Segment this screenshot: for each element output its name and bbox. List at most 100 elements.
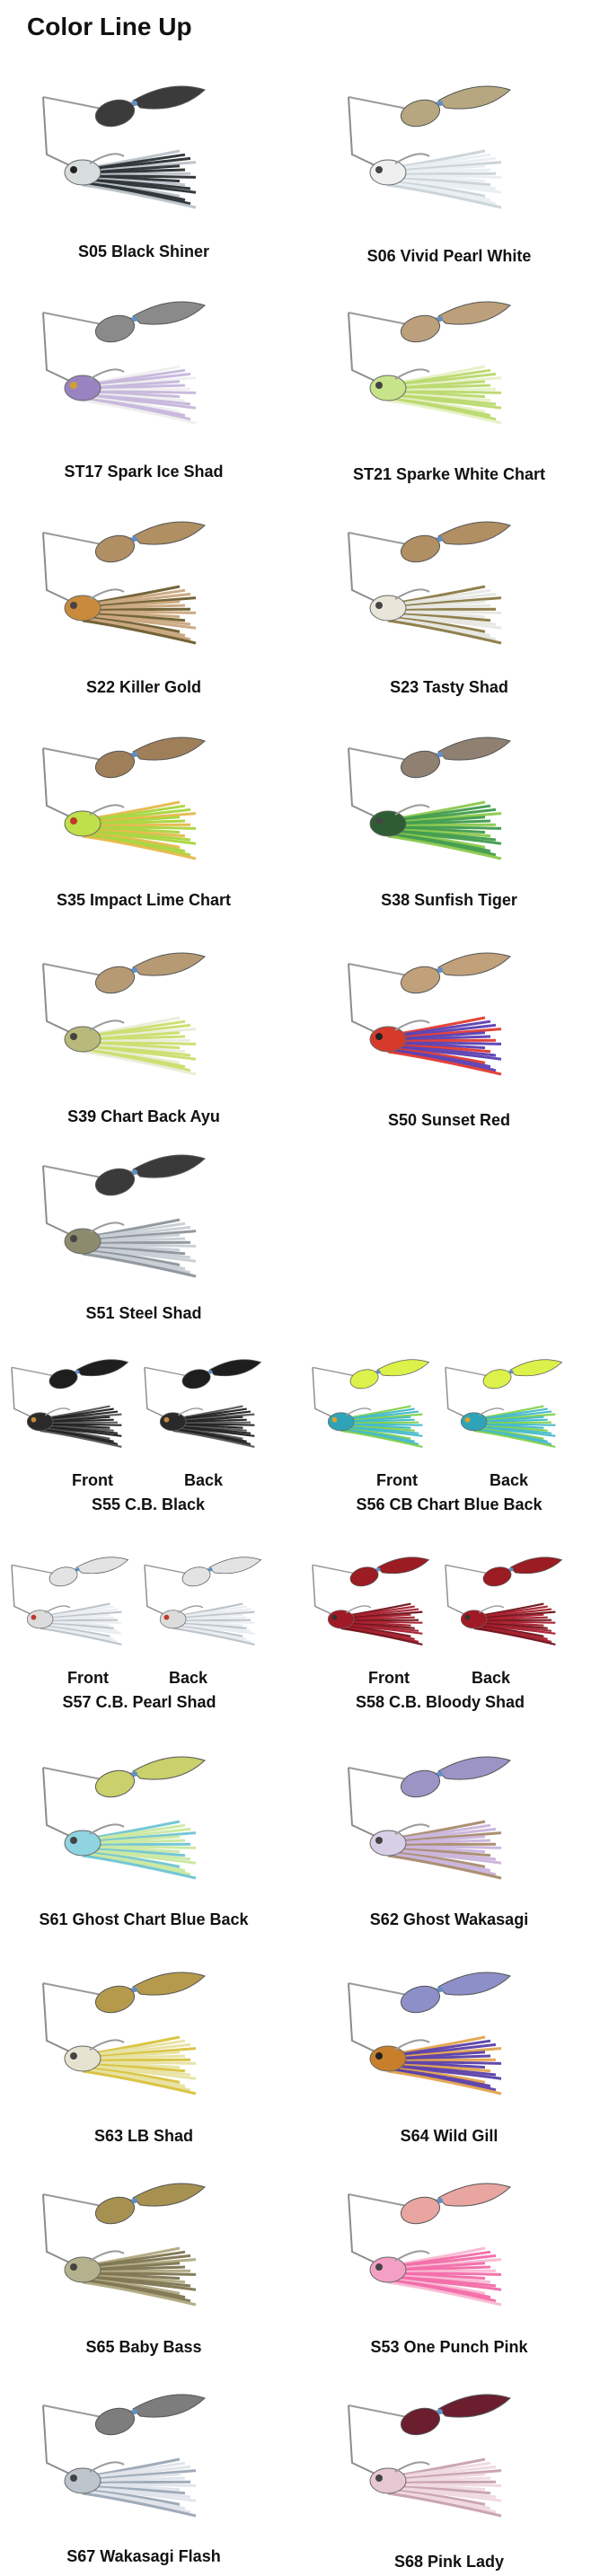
front-label: Front [67, 1669, 109, 1687]
lure-caption: S62 Ghost Wakasagi [369, 1910, 529, 1928]
spinnerbait-icon [42, 952, 206, 1076]
spinnerbait-pair-icon [312, 1359, 563, 1448]
spinnerbait-icon [348, 85, 511, 209]
page-title: Color Line Up [27, 13, 192, 40]
spinnerbait-icon [42, 521, 206, 645]
lure-image [314, 498, 584, 669]
lure-item-s05: S05 Black Shiner [9, 63, 278, 269]
lure-item-st17: ST17 Spark Ice Shad [9, 278, 278, 490]
back-label: Back [184, 1471, 224, 1489]
lure-caption: S38 Sunfish Tiger [381, 891, 517, 909]
lure-image [9, 1132, 278, 1302]
lure-image [9, 714, 278, 885]
back-label: Back [490, 1471, 529, 1489]
spinnerbait-icon [348, 952, 511, 1076]
front-label: Front [368, 1669, 410, 1687]
lure-image [9, 2160, 278, 2331]
lure-item-s39: S39 Chart Back Ayu [9, 930, 278, 1136]
spinnerbait-icon [42, 1972, 206, 2095]
lure-image [9, 1949, 278, 2120]
lure-caption: ST21 Sparke White Chart [352, 465, 546, 483]
lure-caption: S22 Killer Gold [85, 678, 202, 696]
lure-item-s61: S61 Ghost Chart Blue Back [9, 1734, 278, 1940]
lure-item-s57: Front Back S57 C.B. Pearl Shad [0, 1540, 296, 1734]
lure-caption: S05 Black Shiner [77, 243, 210, 260]
spinnerbait-icon [348, 2394, 511, 2518]
lure-item-s50: S50 Sunset Red [314, 930, 584, 1136]
lure-caption: S65 Baby Bass [85, 2338, 202, 2356]
spinnerbait-icon [42, 85, 206, 209]
lure-image [9, 63, 278, 234]
lure-item-s64: S64 Wild Gill [314, 1949, 584, 2156]
lure-item-s68: S68 Pink Lady [314, 2371, 584, 2573]
lure-image [314, 1734, 584, 1904]
lure-item-s06: S06 Vivid Pearl White [314, 63, 584, 269]
lure-item-s67: S67 Wakasagi Flash [9, 2371, 278, 2573]
back-label: Back [169, 1669, 208, 1687]
lure-caption: S51 Steel Shad [85, 1304, 202, 1322]
lure-caption: S53 One Punch Pink [370, 2338, 528, 2356]
lure-caption: S63 LB Shad [93, 2127, 194, 2145]
spinnerbait-icon [42, 737, 206, 860]
spinnerbait-icon [42, 2394, 206, 2518]
spinnerbait-icon [348, 1972, 511, 2095]
lure-caption: S23 Tasty Shad [390, 678, 508, 696]
lure-image [314, 1949, 584, 2120]
spinnerbait-icon [348, 737, 511, 860]
lure-item-st21: ST21 Sparke White Chart [314, 278, 584, 490]
lure-item-s63: S63 LB Shad [9, 1949, 278, 2156]
spinnerbait-pair-icon [11, 1359, 262, 1448]
spinnerbait-icon [42, 301, 206, 425]
lure-item-s35: S35 Impact Lime Chart [9, 714, 278, 921]
lure-caption: S50 Sunset Red [387, 1111, 511, 1129]
spinnerbait-pair-icon [312, 1557, 563, 1645]
spinnerbait-icon [348, 301, 511, 425]
lure-caption: S57 C.B. Pearl Shad [62, 1693, 216, 1711]
lure-item-s22: S22 Killer Gold [9, 498, 278, 705]
lure-caption: S56 CB Chart Blue Back [356, 1495, 543, 1513]
lure-caption: S55 C.B. Black [91, 1495, 206, 1513]
lure-image [9, 498, 278, 669]
lure-image [9, 1734, 278, 1904]
lure-image [9, 2371, 278, 2542]
spinnerbait-icon [42, 1154, 206, 1278]
lure-image [314, 278, 584, 449]
lure-item-s65: S65 Baby Bass [9, 2160, 278, 2367]
lure-image [314, 930, 584, 1100]
spinnerbait-icon [348, 1756, 511, 1880]
lure-image [9, 930, 278, 1100]
lure-image-pair [301, 1540, 570, 1666]
lure-item-s62: S62 Ghost Wakasagi [314, 1734, 584, 1940]
front-label: Front [376, 1471, 418, 1489]
lure-caption: ST17 Spark Ice Shad [64, 463, 224, 481]
lure-item-s53: S53 One Punch Pink [314, 2160, 584, 2367]
back-label: Back [472, 1669, 511, 1687]
lure-image [314, 2371, 584, 2542]
lure-image [314, 63, 584, 234]
lure-caption: S67 Wakasagi Flash [66, 2547, 221, 2565]
lure-item-s23: S23 Tasty Shad [314, 498, 584, 705]
lure-item-s51: S51 Steel Shad [9, 1132, 278, 1329]
lure-caption: S61 Ghost Chart Blue Back [39, 1910, 249, 1928]
lure-caption: S58 C.B. Bloody Shad [355, 1693, 525, 1711]
lure-caption: S06 Vivid Pearl White [366, 247, 532, 265]
spinnerbait-icon [348, 521, 511, 645]
lure-item-s55: Front Back S55 C.B. Black [0, 1343, 296, 1540]
front-label: Front [72, 1471, 113, 1489]
lure-image-pair [301, 1343, 570, 1469]
lure-image [314, 714, 584, 885]
lure-caption: S64 Wild Gill [400, 2127, 499, 2145]
spinnerbait-icon [42, 1756, 206, 1880]
spinnerbait-icon [348, 2183, 511, 2307]
lure-caption: S68 Pink Lady [393, 2553, 505, 2571]
lure-item-s56: Front Back S56 CB Chart Blue Back [301, 1343, 597, 1540]
spinnerbait-icon [42, 2183, 206, 2307]
spinnerbait-pair-icon [11, 1557, 262, 1645]
lure-caption: S39 Chart Back Ayu [67, 1107, 220, 1125]
lure-image [314, 2160, 584, 2331]
lure-item-s58: Front Back S58 C.B. Bloody Shad [301, 1540, 597, 1734]
lure-image [9, 278, 278, 449]
lure-item-s38: S38 Sunfish Tiger [314, 714, 584, 921]
lure-caption: S35 Impact Lime Chart [56, 891, 232, 909]
lure-image-pair [0, 1343, 269, 1469]
